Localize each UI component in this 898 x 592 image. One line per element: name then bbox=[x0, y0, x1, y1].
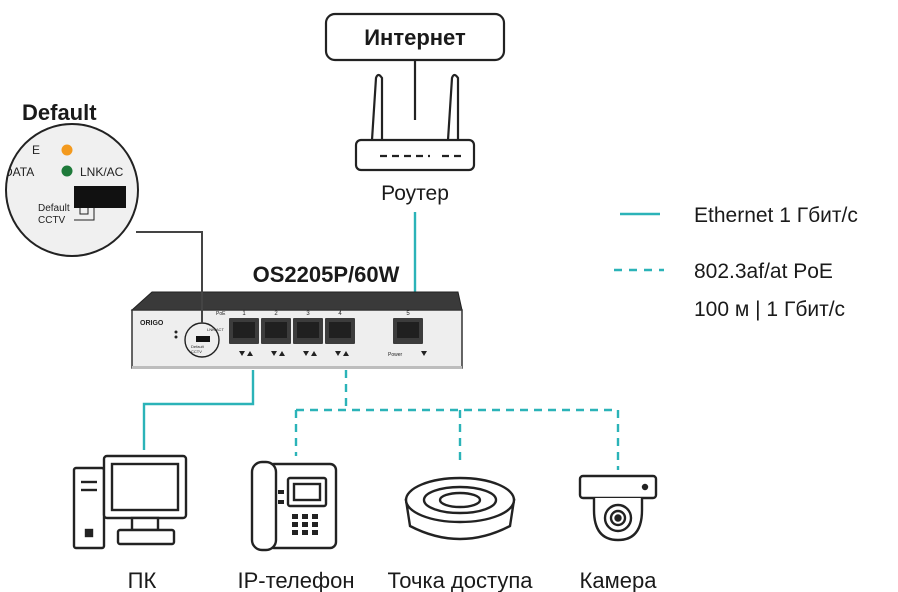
lnk-small-label: LNK/ACT bbox=[207, 327, 224, 332]
pc-link bbox=[142, 370, 255, 450]
default-callout-title: Default bbox=[22, 100, 97, 125]
port-number-3: 3 bbox=[306, 311, 310, 317]
callout-connector bbox=[136, 231, 203, 323]
port-number-4: 4 bbox=[338, 311, 342, 317]
camera-label: Камера bbox=[580, 568, 658, 592]
poe-led-icon bbox=[61, 144, 73, 156]
brand-logo: ORIGO bbox=[140, 320, 164, 327]
port-number-1: 1 bbox=[242, 311, 246, 317]
camera-icon bbox=[578, 474, 658, 542]
port-number-2: 2 bbox=[274, 311, 278, 317]
port-led-markers bbox=[239, 351, 427, 356]
pc-icon bbox=[72, 454, 188, 550]
legend-poe-sublabel: 100 м | 1 Гбит/с bbox=[694, 298, 845, 321]
poe-small-label: PoE bbox=[216, 311, 226, 317]
internet-node: Интернет bbox=[324, 12, 506, 62]
data-led-icon bbox=[61, 165, 73, 177]
callout-cctv-label: CCTV bbox=[38, 215, 66, 226]
power-label: Power bbox=[388, 352, 403, 358]
port-number-5: 5 bbox=[406, 311, 410, 317]
callout-default-label: Default bbox=[38, 203, 70, 214]
callout-lnk-label: LNK/AC bbox=[80, 165, 124, 179]
switch-ports-poe bbox=[229, 318, 355, 344]
router-label: Роутер bbox=[381, 182, 449, 205]
cctv-small-label: CCTV bbox=[191, 349, 202, 354]
switch-device: ORIGO 1 2 3 4 5 PoE Power bbox=[130, 291, 463, 369]
ip-phone-icon bbox=[250, 460, 338, 552]
access-point-label: Точка доступа bbox=[388, 568, 534, 592]
pc-label: ПК bbox=[128, 568, 157, 592]
legend: Ethernet 1 Гбит/с 802.3af/at PoE 100 м |… bbox=[614, 204, 858, 321]
internet-label: Интернет bbox=[364, 25, 466, 50]
default-callout: E DATA LNK/AC Default CCTV bbox=[4, 123, 139, 257]
default-small-label: Default bbox=[191, 344, 205, 349]
access-point-icon bbox=[404, 476, 516, 541]
switch-model-label: OS2205P/60W bbox=[253, 262, 400, 287]
legend-poe-label: 802.3af/at PoE bbox=[694, 260, 833, 283]
callout-poe-label: E bbox=[32, 143, 40, 157]
legend-ethernet-label: Ethernet 1 Гбит/с bbox=[694, 204, 858, 227]
dip-switch-icon bbox=[74, 186, 126, 208]
router-icon bbox=[354, 73, 476, 172]
poe-links bbox=[294, 370, 620, 470]
ip-phone-label: IP-телефон bbox=[237, 568, 354, 592]
callout-data-label: DATA bbox=[4, 165, 34, 179]
